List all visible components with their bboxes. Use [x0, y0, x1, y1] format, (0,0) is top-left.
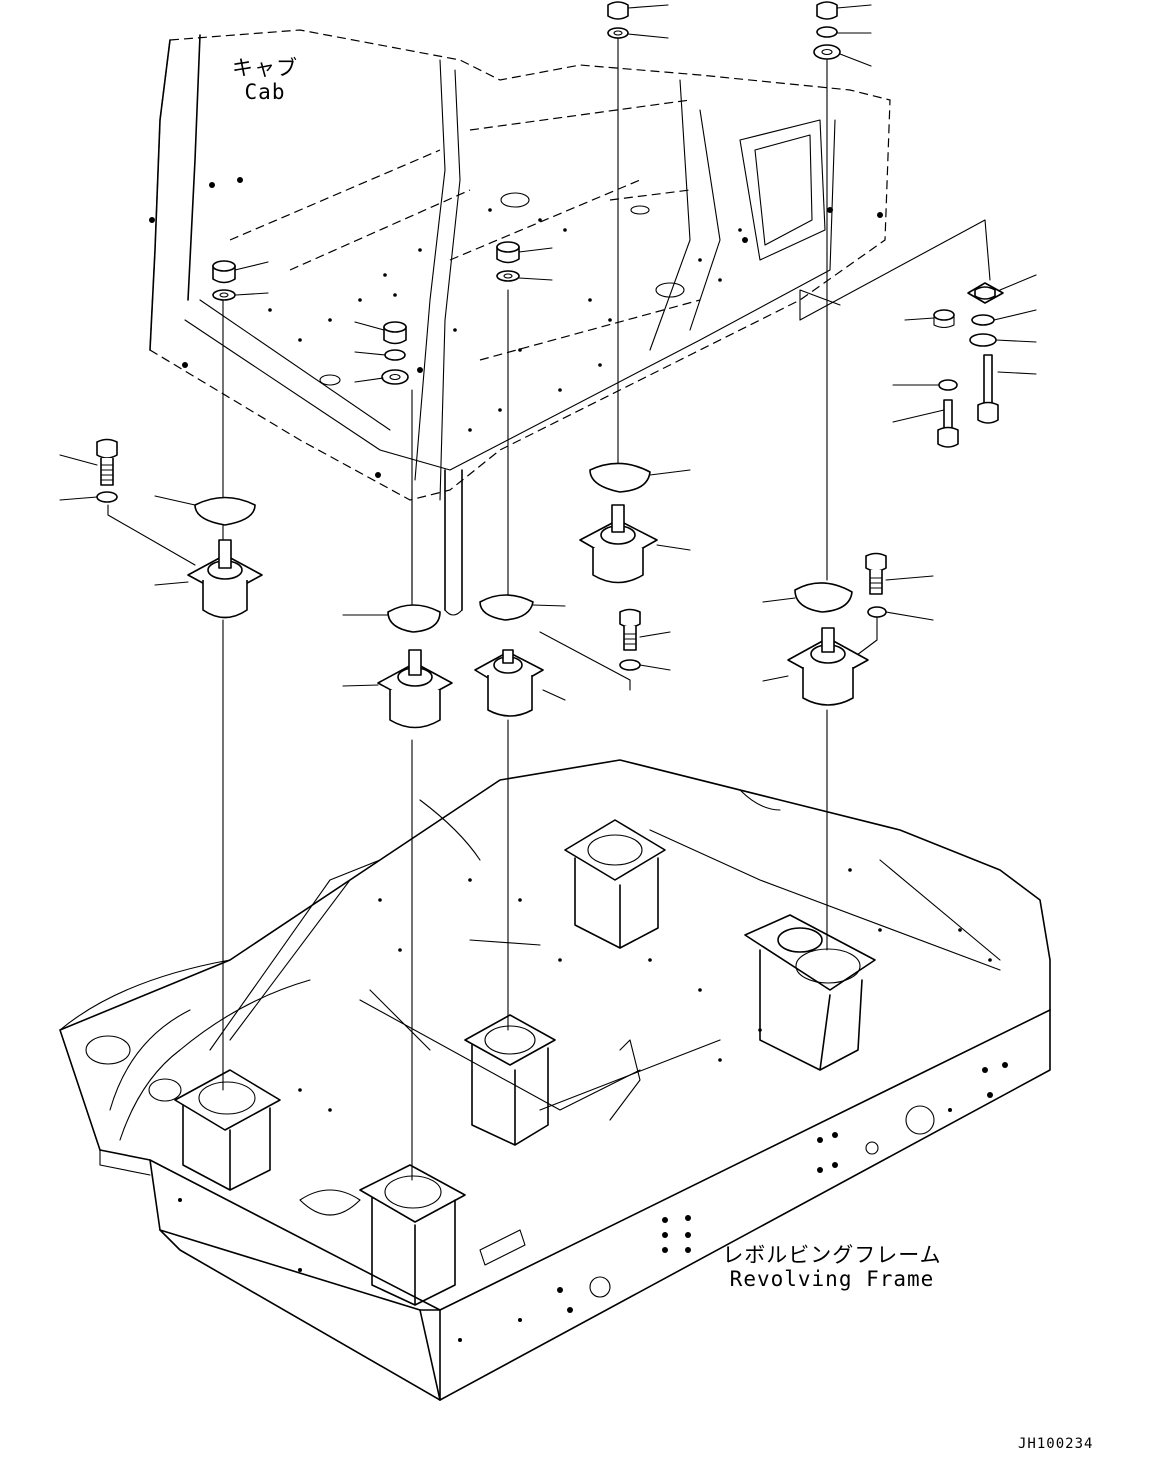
mount-tower-center [464, 1014, 556, 1146]
rubber-mount-icon [377, 649, 453, 729]
stopper-plate-icon [479, 594, 534, 621]
washer-icon [96, 491, 118, 503]
washer-icon [607, 27, 629, 39]
nut-icon [816, 1, 838, 20]
cab-label: キャブ Cab [225, 56, 305, 104]
nut-icon [212, 260, 236, 284]
rubber-mount-icon [579, 504, 658, 584]
mount-tower-rear-left [359, 1164, 466, 1306]
washer-icon [971, 314, 995, 326]
frame-label: レボルビングフレーム Revolving Frame [722, 1243, 942, 1291]
frame-label-en: Revolving Frame [729, 1267, 935, 1291]
revolving-frame-body [59, 759, 1051, 1401]
washer-icon [969, 333, 997, 347]
washer-icon [813, 44, 841, 60]
washer-icon [867, 606, 887, 618]
mount-tower-front-left [174, 1069, 281, 1191]
rubber-mount-icon [187, 539, 263, 619]
stopper-plate-icon [194, 496, 256, 526]
stopper-plate-icon [387, 604, 441, 633]
cab-body [149, 29, 891, 616]
collar-icon [933, 309, 955, 321]
bolt-icon [865, 552, 887, 595]
bolt-icon [937, 399, 959, 448]
mount-tower-front-right [744, 914, 876, 1071]
cab-label-jp: キャブ [232, 56, 298, 80]
washer-icon [938, 379, 958, 391]
stopper-plate-icon [794, 582, 853, 613]
washer-icon [619, 659, 641, 671]
washer-icon [384, 349, 406, 361]
bolt-icon [977, 354, 999, 424]
bolt-icon [619, 608, 641, 651]
washer-icon [212, 289, 236, 301]
nut-icon [496, 241, 520, 264]
nut-icon [383, 321, 407, 345]
washer-icon [381, 369, 409, 385]
nut-icon [607, 1, 629, 20]
frame-label-jp: レボルビングフレーム [722, 1243, 942, 1267]
mount-tower-rear-right [564, 819, 666, 949]
leader-lines [59, 4, 1037, 701]
washer-icon [816, 26, 838, 38]
rubber-mount-icon [787, 627, 869, 706]
stopper-plate-icon [589, 462, 651, 493]
drawing-code: JH100234 [1018, 1436, 1094, 1452]
rubber-mount-icon [474, 649, 544, 717]
washer-icon [496, 270, 520, 282]
bolt-icon [96, 438, 118, 486]
cab-label-en: Cab [244, 80, 286, 104]
flange-nut-icon [967, 282, 1004, 304]
